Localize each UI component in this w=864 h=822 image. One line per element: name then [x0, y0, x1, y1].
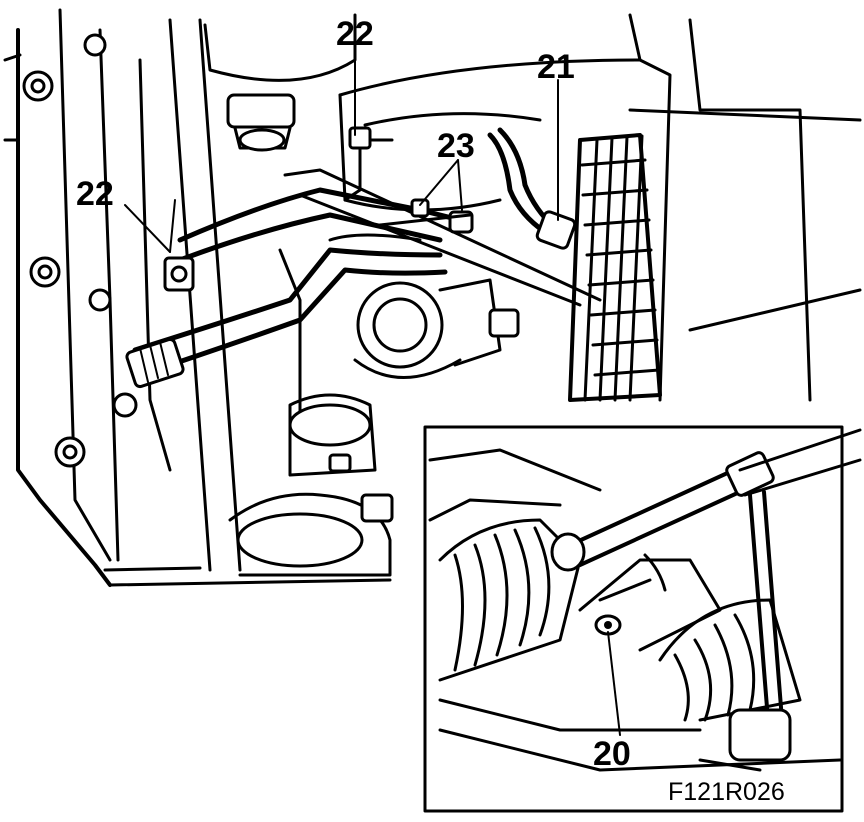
inset-detail: 20 F121R026 — [423, 425, 862, 813]
callout-23: 23 — [437, 127, 475, 165]
figure-code: F121R026 — [668, 778, 785, 806]
pump-body — [278, 233, 520, 432]
fittings-23 — [378, 198, 474, 234]
upper-bracket — [343, 126, 394, 202]
leader-line-20 — [607, 631, 621, 736]
filter-housing — [203, 13, 862, 402]
engine-flange — [3, 8, 392, 587]
inset-bellows-right — [658, 598, 802, 722]
return-pipe — [487, 127, 577, 250]
inset-bellows-left — [428, 448, 602, 682]
inset-tie-rod-end — [438, 698, 842, 772]
corrugated-hose — [568, 133, 662, 402]
callout-20: 20 — [593, 735, 631, 773]
lower-flange — [228, 393, 394, 577]
callout-22-top: 22 — [336, 15, 374, 53]
left-pipe-union — [125, 256, 195, 389]
leader-lines-main — [124, 49, 559, 253]
vertical-column — [138, 18, 242, 572]
main-view: 22 21 23 22 — [3, 8, 862, 587]
callout-22-left: 22 — [76, 175, 114, 213]
callout-21: 21 — [537, 48, 575, 86]
oil-filter-bolt — [226, 93, 296, 152]
